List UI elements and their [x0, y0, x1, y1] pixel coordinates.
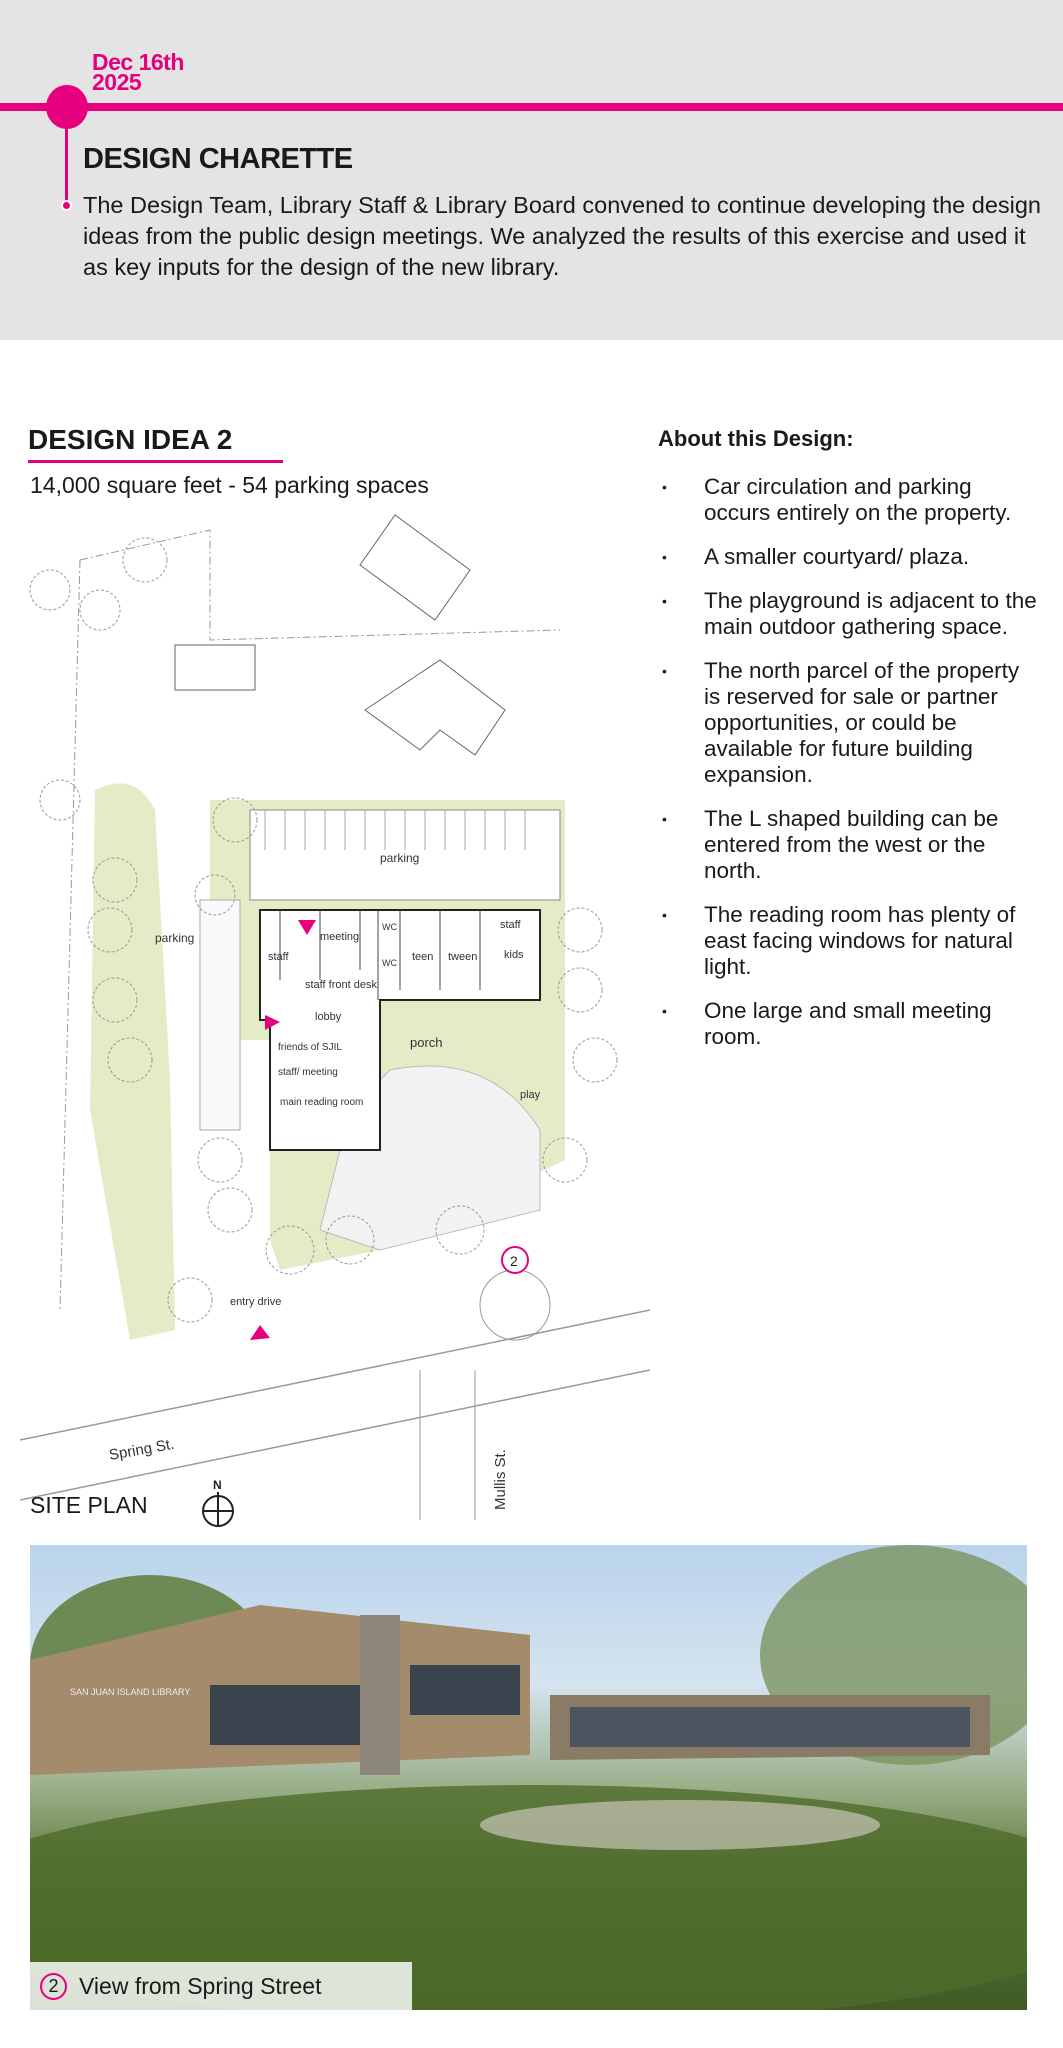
room-label: kids: [504, 949, 524, 961]
room-label: tween: [448, 951, 477, 963]
about-item: The reading room has plenty of east faci…: [658, 902, 1038, 980]
room-label: porch: [410, 1035, 443, 1050]
timeline-dot: [61, 200, 72, 211]
room-label: staff: [268, 951, 290, 963]
design-title: DESIGN IDEA 2: [28, 424, 233, 455]
view-number: 2: [510, 1253, 518, 1269]
caption-text: View from Spring Street: [79, 1972, 322, 1999]
timeline-connector: [65, 125, 68, 207]
room-label: staff/ meeting: [278, 1067, 338, 1078]
title-underline: [28, 460, 283, 463]
entry-drive-label: entry drive: [230, 1296, 281, 1308]
parking-label: parking: [155, 931, 194, 945]
room-label: main reading room: [280, 1097, 363, 1108]
view-marker: [501, 1246, 529, 1274]
street-label: Spring St.: [108, 1436, 176, 1464]
rendering-illustration: SAN JUAN ISLAND LIBRARY: [30, 1545, 1027, 2010]
room-label: WC: [382, 958, 397, 968]
about-title: About this Design:: [658, 426, 854, 451]
site-plan-label: SITE PLAN: [30, 1492, 148, 1518]
room-label: friends of SJIL: [278, 1042, 342, 1053]
about-item: Car circulation and parking occurs entir…: [658, 474, 1038, 526]
timeline-line: [0, 103, 1063, 111]
room-label: lobby: [315, 1011, 342, 1023]
parking-label: parking: [380, 851, 419, 865]
event-title: DESIGN CHARETTE: [83, 143, 353, 175]
room-label: staff front desk: [305, 979, 377, 991]
room-label: play: [520, 1089, 541, 1101]
svg-text:N: N: [213, 1478, 222, 1492]
about-list: Car circulation and parking occurs entir…: [658, 474, 1038, 1068]
design-subtitle: 14,000 square feet - 54 parking spaces: [30, 472, 429, 498]
view-number: 2: [40, 1972, 67, 2000]
room-label: teen: [412, 951, 433, 963]
street-label: Mullis St.: [492, 1449, 509, 1510]
about-item: A smaller courtyard/ plaza.: [658, 544, 1038, 570]
about-item: The north parcel of the property is rese…: [658, 658, 1038, 788]
room-label: staff: [500, 919, 522, 931]
event-description: The Design Team, Library Staff & Library…: [83, 192, 1042, 280]
svg-text:SAN JUAN ISLAND LIBRARY: SAN JUAN ISLAND LIBRARY: [70, 1687, 190, 1697]
room-label: meeting: [320, 931, 359, 943]
header-band: [0, 0, 1063, 340]
north-arrow-icon: N: [202, 1478, 234, 1527]
about-item: One large and small meeting room.: [658, 998, 1038, 1050]
site-plan: parking parking staff meeting WC WC teen…: [20, 514, 650, 1520]
photo-caption: 2 View from Spring Street: [30, 1962, 412, 2010]
about-item: The playground is adjacent to the main o…: [658, 588, 1038, 640]
entry-marker-icon: [250, 920, 316, 1340]
rendering-photo: SAN JUAN ISLAND LIBRARY 2 View from Spri…: [30, 1545, 1027, 2010]
room-label: WC: [382, 922, 397, 932]
about-item: The L shaped building can be entered fro…: [658, 806, 1038, 884]
timeline-marker: [46, 85, 88, 129]
